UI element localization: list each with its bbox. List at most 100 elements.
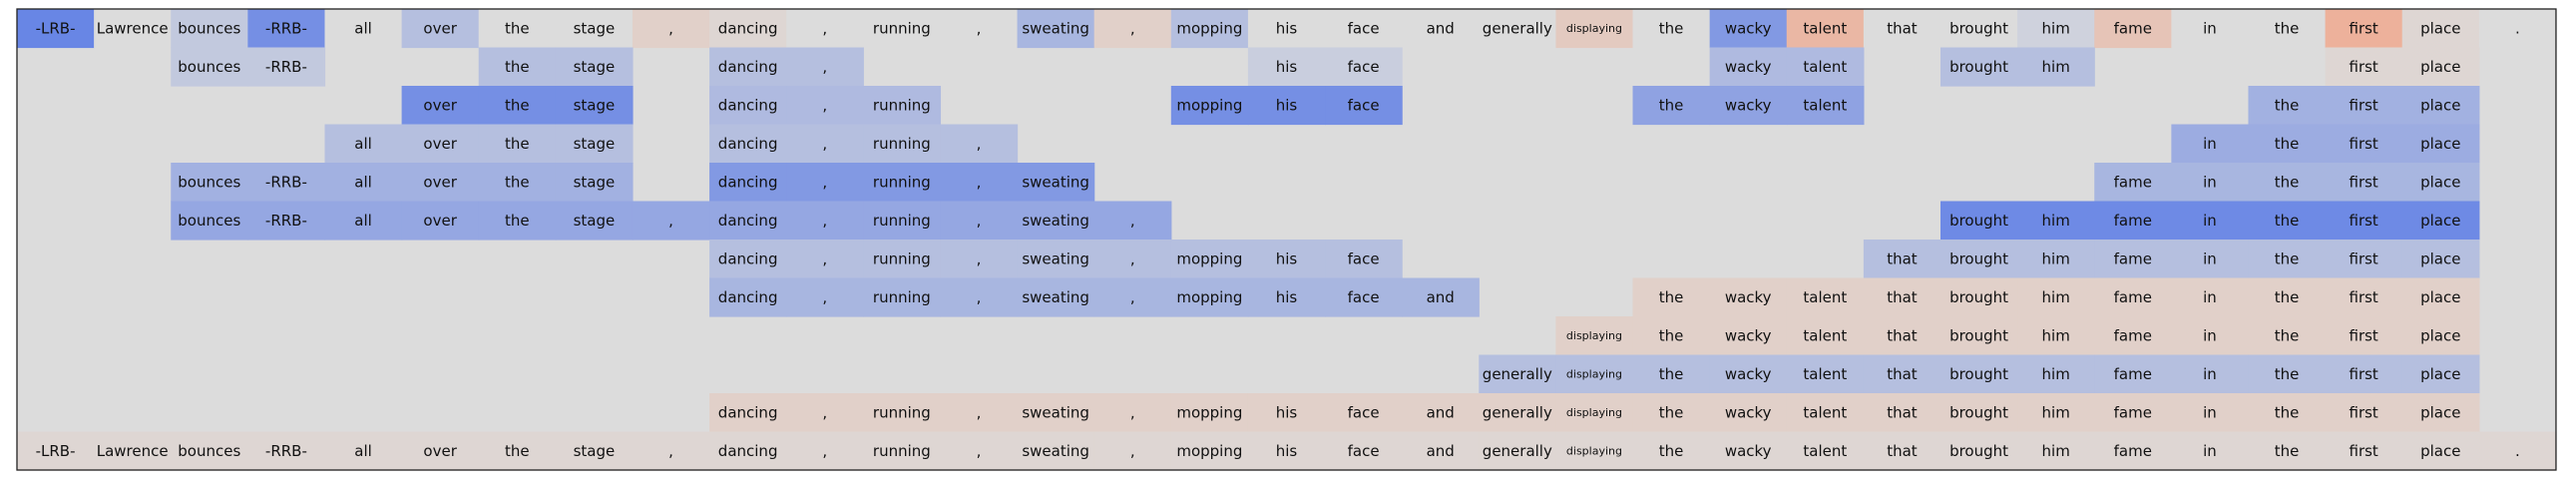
cell-label: . — [2515, 19, 2520, 37]
heatmap-cell — [786, 240, 864, 279]
cell-label: brought — [1949, 442, 2008, 460]
cell-label: , — [668, 442, 673, 460]
cell-label: first — [2350, 173, 2378, 191]
cell-label: place — [2420, 403, 2460, 421]
cell-label: brought — [1949, 58, 2008, 76]
heatmap-cell — [1555, 354, 1634, 394]
heatmap-cell — [2325, 354, 2403, 394]
cell-label: , — [822, 135, 827, 153]
cell-label: sweating — [1022, 403, 1089, 421]
heatmap-cell — [2248, 277, 2327, 317]
cell-label: first — [2350, 442, 2378, 460]
cell-label: the — [2275, 288, 2300, 306]
cell-label: the — [505, 96, 530, 114]
cell-label: him — [2042, 442, 2070, 460]
heatmap-cell — [709, 240, 787, 279]
cell-label: and — [1427, 442, 1455, 460]
heatmap-cell — [2171, 431, 2250, 471]
cell-label: wacky — [1725, 96, 1772, 114]
heatmap-cell — [709, 393, 787, 433]
heatmap-cell — [1479, 393, 1556, 433]
cell-label: -LRB- — [36, 442, 76, 460]
heatmap-cell — [1709, 316, 1788, 356]
heatmap-cell — [863, 277, 942, 317]
heatmap-cell — [1940, 201, 2018, 241]
cell-label: fame — [2114, 365, 2152, 383]
cell-label: his — [1276, 288, 1298, 306]
cell-label: first — [2350, 365, 2378, 383]
cell-label: the — [2275, 135, 2300, 153]
heatmap-cell — [1632, 354, 1711, 394]
heatmap-cell — [2094, 393, 2172, 433]
cell-label: talent — [1803, 58, 1847, 76]
cell-label: brought — [1949, 19, 2008, 37]
cell-label: mopping — [1176, 442, 1242, 460]
cell-label: him — [2042, 326, 2070, 344]
heatmap-cell — [2401, 431, 2480, 471]
cell-label: the — [2275, 173, 2300, 191]
heatmap-cell — [17, 9, 95, 49]
heatmap-cell — [1709, 393, 1788, 433]
cell-label: bounces — [178, 19, 240, 37]
cell-label: in — [2203, 19, 2217, 37]
heatmap-cell — [2325, 47, 2403, 87]
heatmap-cell — [401, 124, 480, 164]
cell-label: first — [2350, 212, 2378, 230]
cell-label: the — [505, 58, 530, 76]
cell-label: running — [873, 288, 931, 306]
cell-label: in — [2203, 403, 2217, 421]
heatmap-cell — [1325, 277, 1403, 317]
heatmap-cell — [1940, 354, 2018, 394]
heatmap-cell — [2401, 201, 2480, 241]
cell-label: , — [822, 212, 827, 230]
heatmap-cell — [2171, 9, 2250, 49]
cell-label: talent — [1803, 365, 1847, 383]
cell-label: fame — [2114, 173, 2152, 191]
heatmap-cell — [1170, 240, 1249, 279]
cell-label: all — [354, 19, 372, 37]
cell-label: that — [1887, 403, 1918, 421]
heatmap-cell — [1017, 431, 1095, 471]
heatmap-cell — [2401, 240, 2480, 279]
heatmap-cell — [1093, 277, 1172, 317]
heatmap-cell — [709, 124, 787, 164]
cell-label: dancing — [718, 19, 778, 37]
heatmap-cell — [2171, 201, 2250, 241]
plot-frame — [16, 8, 2557, 471]
cell-label: , — [977, 249, 982, 267]
cell-label: stage — [574, 212, 616, 230]
heatmap-cell — [2248, 354, 2327, 394]
cell-label: stage — [574, 96, 616, 114]
cell-label: stage — [574, 19, 616, 37]
heatmap-cell — [555, 124, 634, 164]
cell-label: generally — [1483, 19, 1552, 37]
heatmap-cell — [709, 47, 787, 87]
cell-label: brought — [1949, 365, 2008, 383]
cell-label: , — [668, 19, 673, 37]
heatmap-cell — [2248, 86, 2327, 126]
cell-label: face — [1348, 442, 1380, 460]
cell-label: face — [1348, 403, 1380, 421]
heatmap-cell — [1940, 240, 2018, 279]
heatmap-cell — [2401, 47, 2480, 87]
heatmap-cell — [1247, 47, 1326, 87]
cell-label: place — [2420, 135, 2460, 153]
cell-label: running — [873, 442, 931, 460]
cell-label: running — [873, 135, 931, 153]
cell-label: , — [1130, 212, 1135, 230]
cell-label: , — [1130, 19, 1135, 37]
heatmap-cell — [1863, 354, 1941, 394]
heatmap-cell — [2094, 316, 2172, 356]
cell-label: running — [873, 19, 931, 37]
cell-label: all — [354, 135, 372, 153]
cell-label: , — [822, 19, 827, 37]
heatmap-cell — [2325, 163, 2403, 203]
heatmap-cell — [247, 47, 326, 87]
heatmap-cell — [1170, 431, 1249, 471]
heatmap-cell — [940, 163, 1019, 203]
heatmap-cell — [709, 163, 787, 203]
cell-label: wacky — [1725, 58, 1772, 76]
cell-label: displaying — [1566, 444, 1622, 457]
cell-label: -RRB- — [265, 212, 307, 230]
cell-label: dancing — [718, 249, 778, 267]
